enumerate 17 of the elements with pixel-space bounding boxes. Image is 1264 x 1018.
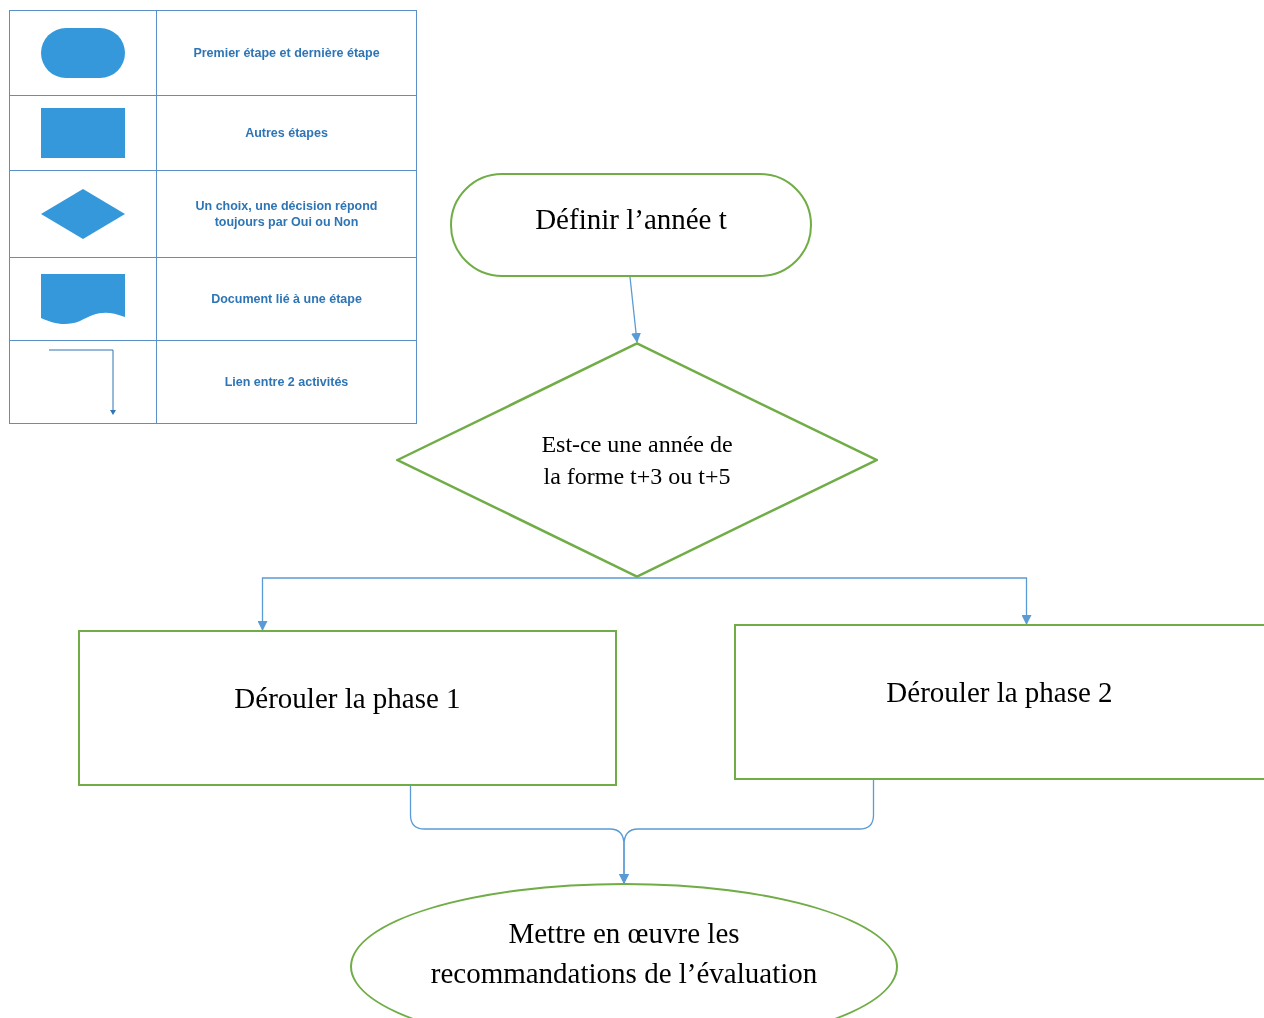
arrow [629, 276, 641, 343]
node-text: Mettre en œuvre les recommandations de l’évaluation [429, 916, 819, 991]
node-text: Dérouler la phase 2 [886, 675, 1113, 710]
arrow [257, 577, 638, 631]
legend-text: Document lié à une étape [211, 291, 362, 307]
process-box [78, 630, 617, 786]
legend-text: Autres étapes [245, 125, 328, 141]
process-box [734, 624, 1264, 780]
arrow [636, 577, 1032, 625]
node-text: Dérouler la phase 1 [234, 681, 461, 716]
decision-diamond [396, 342, 878, 578]
legend-text: Lien entre 2 activités [224, 374, 349, 390]
node-text: Est-ce une année de la forme t+3 ou t+5 [540, 430, 734, 491]
arrow [619, 779, 875, 884]
legend-text: Un choix, une décision répond toujours par Oui ou Non [194, 198, 379, 230]
legend-text: Premier étape et dernière étape [193, 45, 380, 61]
node-text: Définir l’année t [535, 202, 727, 237]
